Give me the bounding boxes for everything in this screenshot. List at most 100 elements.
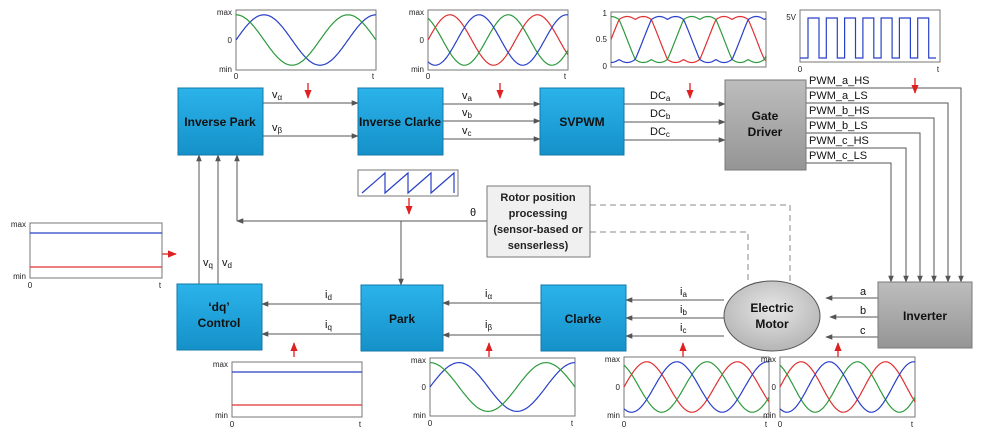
axis-5v: 5V bbox=[786, 13, 796, 22]
axis-max: max bbox=[213, 360, 228, 369]
label-dc-b: DCb bbox=[650, 108, 671, 121]
label-phase-c: c bbox=[860, 325, 866, 337]
gate-driver-label-2: Driver bbox=[748, 125, 783, 139]
axis-min: min bbox=[607, 411, 620, 420]
axis-t: t bbox=[937, 65, 940, 74]
axis-half: 0.5 bbox=[596, 35, 608, 44]
label-phase-a: a bbox=[860, 286, 867, 298]
block-inverse-park: Inverse Park bbox=[177, 87, 264, 156]
axis-t: t bbox=[765, 420, 768, 429]
connection-lines bbox=[196, 87, 964, 340]
axis-max: max bbox=[761, 355, 776, 364]
axis-t: t bbox=[564, 72, 567, 81]
label-i-c: ic bbox=[680, 322, 686, 335]
block-electric-motor: Electric Motor bbox=[723, 280, 821, 352]
plot-v-abc: max 0 min 0 t bbox=[409, 8, 569, 81]
plot-v-alpha-beta: max 0 min 0 t bbox=[217, 8, 377, 81]
axis-min: min bbox=[215, 411, 228, 420]
waveform-line bbox=[610, 15, 767, 64]
clarke-label: Clarke bbox=[565, 312, 602, 326]
label-i-alpha: iα bbox=[485, 288, 492, 301]
plot-i-alpha-beta: max 0 min 0 t bbox=[411, 356, 576, 428]
plot-vdq: max min 0 t bbox=[11, 220, 163, 290]
waveform-line bbox=[623, 361, 770, 413]
axis-zero: 0 bbox=[772, 383, 777, 392]
block-clarke: Clarke bbox=[540, 284, 627, 352]
axis-max: max bbox=[411, 356, 426, 365]
label-v-alpha: vα bbox=[272, 89, 283, 102]
motor-label-1: Electric bbox=[750, 301, 794, 315]
axis-t0: 0 bbox=[426, 72, 431, 81]
waveform-line bbox=[623, 361, 770, 413]
label-v-beta: vβ bbox=[272, 122, 283, 135]
axis-min: min bbox=[413, 411, 426, 420]
inverse-park-label: Inverse Park bbox=[184, 115, 256, 129]
rotor-label-3: (sensor-based or bbox=[493, 224, 583, 236]
label-pwm-c-ls: PWM_c_LS bbox=[809, 150, 867, 162]
waveform-line bbox=[427, 14, 569, 66]
dq-control-label-2: Control bbox=[198, 316, 241, 330]
waveform-line bbox=[427, 14, 569, 66]
svpwm-label: SVPWM bbox=[559, 115, 604, 129]
block-gate-driver: Gate Driver bbox=[724, 79, 807, 171]
waveform-line bbox=[800, 17, 936, 59]
axis-min: min bbox=[763, 411, 776, 420]
label-pwm-b-hs: PWM_b_HS bbox=[809, 105, 870, 117]
label-v-q: vq bbox=[203, 257, 213, 270]
plot-duty-cycles: 1 0.5 0 bbox=[596, 9, 767, 71]
label-i-q: iq bbox=[325, 319, 332, 332]
waveform-line bbox=[427, 14, 569, 66]
dq-control-label-1: ‘dq’ bbox=[208, 300, 229, 314]
plot-pwm: 5V 0 t bbox=[786, 9, 941, 74]
axis-zero: 0 bbox=[422, 383, 427, 392]
label-i-a: ia bbox=[680, 286, 687, 299]
waveform-line bbox=[235, 14, 377, 66]
waveform-line bbox=[779, 361, 916, 413]
axis-t: t bbox=[372, 72, 375, 81]
rotor-label-4: senserless) bbox=[508, 240, 569, 252]
label-dc-a: DCa bbox=[650, 90, 671, 103]
label-pwm-a-hs: PWM_a_HS bbox=[809, 75, 870, 87]
axis-max: max bbox=[217, 8, 232, 17]
plot-i-abc: max 0 min 0 t bbox=[605, 355, 770, 429]
axis-t: t bbox=[911, 420, 914, 429]
axis-zero: 0 bbox=[616, 383, 621, 392]
label-v-a: va bbox=[462, 90, 473, 103]
waveform-line bbox=[429, 361, 576, 413]
axis-t0: 0 bbox=[798, 65, 803, 74]
block-park: Park bbox=[360, 284, 444, 352]
rotor-label-1: Rotor position bbox=[500, 192, 575, 204]
axis-t0: 0 bbox=[28, 281, 33, 290]
label-v-b: vb bbox=[462, 107, 473, 120]
block-inverse-clarke: Inverse Clarke bbox=[357, 87, 444, 156]
label-pwm-b-ls: PWM_b_LS bbox=[809, 120, 868, 132]
waveform-line bbox=[610, 15, 767, 64]
motor-label-2: Motor bbox=[755, 317, 789, 331]
axis-max: max bbox=[409, 8, 424, 17]
axis-zero: 0 bbox=[603, 62, 608, 71]
gate-driver-label-1: Gate bbox=[752, 109, 779, 123]
block-inverter: Inverter bbox=[877, 281, 973, 349]
waveform-line bbox=[361, 171, 455, 195]
probe-arrows bbox=[162, 78, 919, 357]
axis-one: 1 bbox=[603, 9, 608, 18]
signal-labels: vα vβ va vb vc DCa DCb DCc PWM_a_HS PWM_… bbox=[203, 75, 870, 337]
label-theta: θ bbox=[470, 207, 476, 219]
label-pwm-c-hs: PWM_c_HS bbox=[809, 135, 869, 147]
label-v-c: vc bbox=[462, 125, 472, 138]
label-pwm-a-ls: PWM_a_LS bbox=[809, 90, 868, 102]
axis-max: max bbox=[605, 355, 620, 364]
axis-t0: 0 bbox=[234, 72, 239, 81]
axis-t0: 0 bbox=[428, 419, 433, 428]
plot-idq: max min 0 t bbox=[213, 360, 363, 429]
block-rotor-position: Rotor position processing (sensor-based … bbox=[486, 185, 591, 258]
axis-t0: 0 bbox=[230, 420, 235, 429]
plot-phase-abc: max 0 min 0 t bbox=[761, 355, 916, 429]
label-phase-b: b bbox=[860, 305, 866, 317]
axis-zero: 0 bbox=[420, 36, 425, 45]
waveform-line bbox=[779, 361, 916, 413]
waveform-line bbox=[779, 361, 916, 413]
axis-min: min bbox=[219, 65, 232, 74]
label-i-d: id bbox=[325, 289, 332, 302]
